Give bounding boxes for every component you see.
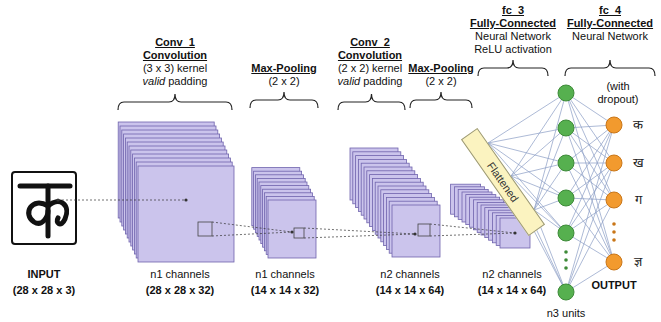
layer-param: (2 x 2) (425, 75, 456, 88)
class-label: क (633, 117, 643, 132)
neuron-link (566, 125, 614, 292)
neuron-link (566, 200, 614, 292)
projection-line (304, 234, 415, 238)
shape-dimension: (14 x 14 x 64) (478, 284, 547, 297)
output-neuron (606, 254, 622, 270)
curly-brace (338, 94, 405, 110)
curly-brace (410, 92, 472, 108)
layer-param: Neural Network (475, 30, 551, 43)
hidden-neuron (558, 120, 574, 136)
ellipsis-dot (612, 238, 616, 242)
layer-param: (2 x 2) (268, 75, 299, 88)
output-neuron (606, 117, 622, 133)
shape-caption: n1 channels (255, 268, 314, 281)
neuron-link (566, 163, 614, 198)
layer-param: valid (143, 75, 166, 88)
glyph-stroke (48, 202, 67, 224)
class-label: ख (633, 155, 644, 170)
curly-brace (118, 94, 232, 110)
projection-point (290, 230, 293, 233)
output-neuron (606, 155, 622, 171)
ellipsis-dot (564, 258, 568, 262)
shape-caption: n2 channels (482, 268, 541, 281)
projection-line (212, 232, 292, 236)
feature-map-stack (118, 122, 234, 262)
shape-caption: n2 channels (380, 268, 439, 281)
curly-brace (478, 60, 548, 76)
layer-title: fc_3 (502, 4, 524, 17)
shape-dimension: (14 x 14 x 64) (376, 284, 445, 297)
neuron-link (566, 93, 614, 200)
layer-param: Neural Network (572, 30, 648, 43)
shape-caption: n1 channels (150, 268, 209, 281)
hidden-neuron (558, 155, 574, 171)
class-label: ज्ञ (634, 254, 642, 269)
projection-point (513, 231, 516, 234)
hidden-neuron (558, 284, 574, 300)
projection-line (430, 224, 515, 233)
feature-map-slice (268, 200, 316, 258)
layer-param: (3 x 3) kernel (143, 62, 207, 75)
shape-caption: OUTPUT (591, 279, 636, 292)
layer-title: fc_4 (599, 4, 621, 17)
hidden-neuron (558, 85, 574, 101)
neuron-link (511, 128, 566, 176)
output-neuron (606, 192, 622, 208)
neuron-link (566, 125, 614, 233)
projection-line (430, 233, 515, 236)
receptive-field (418, 224, 430, 236)
neuron-link (566, 163, 614, 292)
layer-title: Convolution (338, 49, 402, 62)
layer-note: (with dropout) (593, 80, 643, 106)
layer-title: Max-Pooling (408, 62, 473, 75)
receptive-field (294, 228, 304, 238)
layer-title: Fully-Connected (567, 17, 653, 30)
projection-point (413, 232, 416, 235)
projection-point (56, 198, 59, 201)
layer-param: ReLU activation (474, 43, 552, 56)
layer-title: Convolution (143, 49, 207, 62)
layer-title: Max-Pooling (251, 62, 316, 75)
projection-line (304, 228, 415, 234)
layer-param: padding (168, 75, 207, 88)
shape-dimension: (28 x 28 x 3) (13, 284, 75, 297)
projection-point (184, 198, 187, 201)
receptive-field (198, 222, 212, 236)
neuron-link (566, 128, 614, 163)
projection-line (58, 200, 186, 201)
feature-map-stack (350, 148, 440, 257)
feature-map-slice (138, 166, 234, 262)
curly-brace (250, 92, 318, 108)
shape-caption: n3 units (547, 307, 586, 320)
layer-param: valid (338, 75, 361, 88)
ellipsis-dot (564, 250, 568, 254)
layer-title: Conv_2 (350, 36, 390, 49)
hidden-neuron (558, 190, 574, 206)
projection-line (212, 222, 292, 232)
layer-param: padding (363, 75, 402, 88)
curly-brace (565, 60, 655, 76)
shape-caption: INPUT (28, 268, 61, 281)
shape-dimension: (14 x 14 x 32) (251, 284, 320, 297)
input-image (12, 172, 76, 244)
ellipsis-dot (612, 222, 616, 226)
feature-map-slice (392, 205, 440, 257)
class-label: ग (635, 192, 642, 207)
input-frame (12, 172, 76, 244)
layer-param: (2 x 2) kernel (338, 62, 402, 75)
layer-title: Conv_1 (155, 36, 195, 49)
neuron-link (566, 163, 614, 262)
shape-dimension: (28 x 28 x 32) (146, 284, 215, 297)
layer-title: Fully-Connected (470, 17, 556, 30)
feature-map-stack (252, 168, 316, 258)
ellipsis-dot (612, 230, 616, 234)
glyph-stroke (29, 203, 48, 223)
ellipsis-dot (564, 266, 568, 270)
glyph-stroke (20, 184, 70, 189)
hidden-neuron (558, 225, 574, 241)
